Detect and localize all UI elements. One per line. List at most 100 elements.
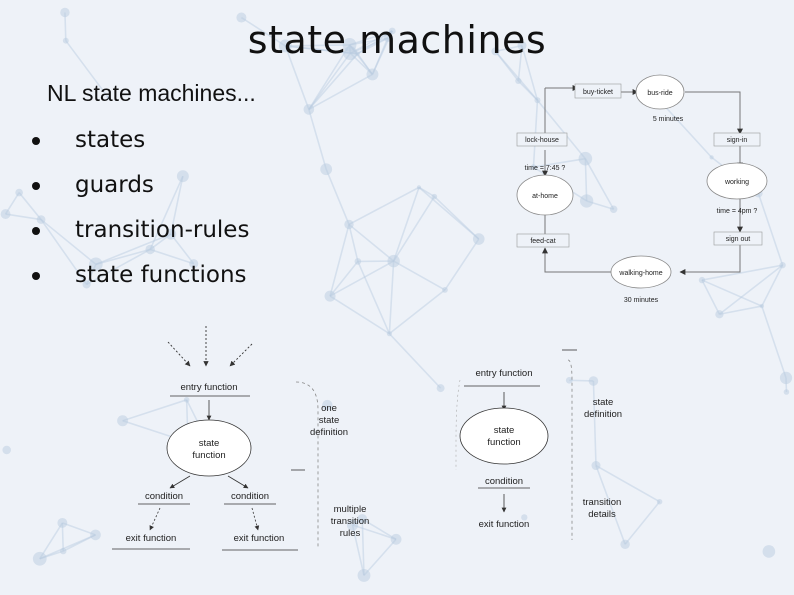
- molecule-bond: [240, 16, 286, 47]
- molecule-atom: [62, 37, 69, 44]
- molecule-bond: [388, 261, 395, 334]
- molecule-atom: [783, 389, 790, 395]
- molecule-atom: [387, 254, 400, 268]
- state-label: walking-home: [618, 270, 662, 277]
- molecule-atom: [534, 97, 541, 104]
- molecule-atom: [386, 331, 392, 337]
- molecule-atom: [117, 415, 129, 427]
- molecule-bond: [349, 30, 393, 54]
- annotation-label: rules: [340, 528, 361, 539]
- molecule-bond: [521, 45, 539, 101]
- molecule-atom: [366, 68, 379, 81]
- molecule-bond: [64, 12, 67, 41]
- bullet-text: state functions: [75, 262, 247, 288]
- molecule-bond: [361, 518, 397, 540]
- molecule-bond: [757, 193, 784, 266]
- slide-title: state machines: [247, 18, 547, 62]
- molecule-atom: [609, 205, 618, 214]
- molecule-atom: [416, 185, 422, 190]
- molecule-atom: [15, 188, 23, 197]
- molecule-bond: [363, 538, 397, 576]
- flow-line: [251, 507, 260, 531]
- molecule-bond: [65, 40, 110, 99]
- exit-function-label: exit function: [126, 533, 177, 544]
- bullet-item: states: [30, 120, 249, 165]
- bullet-list: states guards transition-rules state fun…: [30, 120, 249, 300]
- molecule-bond: [149, 175, 184, 250]
- guard-label: time = 7:45 ?: [525, 165, 566, 172]
- molecule-atom: [620, 539, 630, 550]
- molecule-atom: [82, 280, 91, 289]
- cycle-edge: [542, 247, 612, 273]
- state-function-node: [459, 407, 549, 465]
- bullet-text: states: [75, 127, 146, 153]
- molecule-atom: [431, 193, 438, 200]
- flow-line: [149, 507, 161, 531]
- molecule-atom: [0, 209, 11, 220]
- molecule-bond: [584, 158, 588, 202]
- molecule-atom: [383, 34, 392, 42]
- molecule-atom: [303, 104, 315, 115]
- state-function-label: function: [192, 450, 225, 461]
- molecule-atom: [145, 244, 155, 255]
- molecule-bond: [418, 186, 435, 198]
- molecule-atom: [779, 262, 786, 269]
- molecule-atom: [60, 7, 70, 18]
- molecule-atom: [2, 445, 11, 455]
- molecule-atom: [580, 194, 594, 208]
- molecule-atom: [357, 568, 371, 582]
- state-node: [516, 174, 574, 216]
- bullet-text: transition-rules: [75, 217, 250, 243]
- molecule-atom: [32, 551, 47, 566]
- molecule-bond: [62, 522, 96, 536]
- molecule-atom: [346, 519, 359, 531]
- molecule-bond: [701, 279, 721, 315]
- molecule-bond: [308, 44, 351, 110]
- molecule-bond: [392, 196, 436, 262]
- molecule-bond: [433, 196, 480, 240]
- molecule-bond: [285, 44, 350, 47]
- molecule-atom: [762, 545, 776, 558]
- state-label: working: [724, 179, 749, 186]
- molecule-atom: [521, 514, 528, 521]
- molecule-bond: [18, 192, 42, 221]
- bullet-dot-icon: [32, 182, 40, 190]
- molecule-atom: [342, 38, 357, 52]
- molecule-bond: [149, 248, 194, 265]
- molecule-atom: [436, 384, 445, 393]
- molecule-bond: [325, 168, 350, 225]
- entry-function-label: entry function: [475, 368, 532, 379]
- flow-line: [169, 475, 191, 489]
- molecule-bond: [39, 522, 64, 560]
- molecule-bond: [658, 99, 713, 158]
- molecule-bond: [308, 52, 351, 110]
- guard-label: time = 4pm ?: [717, 208, 758, 215]
- molecule-bond: [533, 157, 586, 168]
- molecule-bond: [357, 37, 389, 55]
- molecule-atom: [183, 397, 190, 403]
- bullet-item: guards: [30, 165, 249, 210]
- transition-label: feed-cat: [530, 238, 555, 245]
- molecule-atom: [515, 77, 522, 85]
- cycle-edge: [679, 244, 741, 275]
- transition-box: [713, 132, 761, 147]
- molecule-atom: [36, 215, 46, 224]
- molecule-bond: [584, 158, 615, 210]
- bullet-item: state functions: [30, 255, 249, 300]
- state-function-node: [166, 419, 252, 477]
- molecule-bond: [329, 295, 390, 335]
- molecule-atom: [390, 533, 402, 545]
- state-function-label: function: [487, 437, 520, 448]
- molecule-bond: [329, 224, 350, 297]
- molecule-atom: [278, 39, 292, 53]
- molecule-bond: [329, 260, 359, 297]
- molecule-bond: [348, 186, 420, 226]
- molecule-bond: [285, 45, 351, 55]
- molecule-bond: [351, 524, 365, 576]
- molecule-bond: [308, 109, 327, 170]
- annotation-label: one: [321, 403, 337, 414]
- bullet-dot-icon: [32, 137, 40, 145]
- molecule-atom: [89, 257, 103, 272]
- molecule-bond: [40, 218, 97, 265]
